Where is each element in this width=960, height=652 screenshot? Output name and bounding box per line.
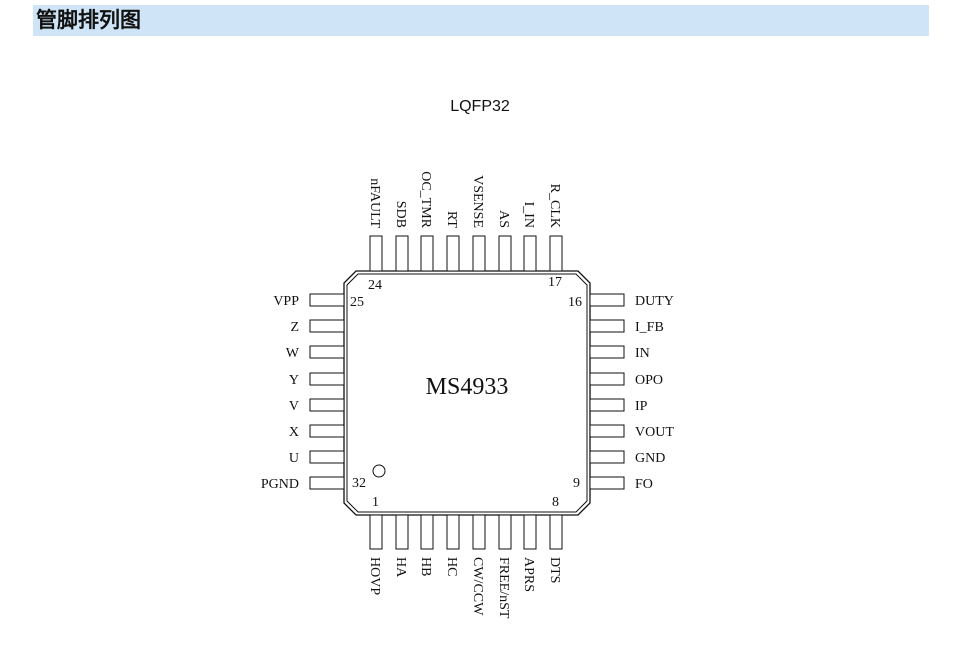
right-pin-label: IN [635, 346, 650, 361]
right-pin-label: IP [635, 399, 648, 414]
top-pin-label: OC_TMR [418, 171, 433, 228]
right-pin [589, 319, 625, 333]
top-pin-label: AS [496, 210, 511, 228]
pins-layer: nFAULT SDB OC_TMR RT VSENSE AS I_IN R_CLK HOVP HA… [261, 171, 674, 619]
bottom-pin [472, 514, 486, 550]
top-pin [498, 235, 512, 272]
top-pin [523, 235, 537, 272]
pin-number-25: 25 [350, 295, 364, 310]
section-title: 管脚排列图 [36, 8, 141, 32]
right-pin-label: FO [635, 477, 653, 492]
bottom-pin-label: DTS [547, 557, 562, 583]
bottom-pin [446, 514, 460, 550]
right-pin [589, 398, 625, 412]
bottom-pin [369, 514, 383, 550]
left-pin-label: Y [289, 373, 299, 388]
top-pin-label: R_CLK [547, 184, 562, 228]
left-pin [309, 398, 345, 412]
top-pin [420, 235, 434, 272]
right-pin-label: DUTY [635, 294, 674, 309]
top-pin-label: I_IN [521, 202, 536, 228]
pin-number-32: 32 [352, 476, 366, 491]
bottom-pin [498, 514, 512, 550]
bottom-pin-label: HA [393, 557, 408, 578]
right-pin [589, 450, 625, 464]
top-pin-label: RT [444, 211, 459, 228]
left-pin-label: V [289, 399, 299, 414]
right-pin [589, 345, 625, 359]
top-pin-label: SDB [393, 201, 408, 228]
section-header: 管脚排列图 [33, 5, 929, 36]
bottom-pin [549, 514, 563, 550]
left-pin [309, 476, 345, 490]
bottom-pin-label: APRS [521, 557, 536, 592]
top-pin [472, 235, 486, 272]
package-label: LQFP32 [450, 98, 510, 115]
pin-number-24: 24 [368, 278, 382, 293]
top-pin [369, 235, 383, 272]
bottom-pin-label: HB [418, 557, 433, 576]
chip-body-inner [346, 273, 588, 513]
bottom-pin [395, 514, 409, 550]
bottom-pin-label: HOVP [367, 557, 382, 595]
pin-number-1: 1 [372, 495, 379, 510]
top-pin-label: nFAULT [367, 178, 382, 228]
right-pin-label: VOUT [635, 425, 674, 440]
pin-number-16: 16 [568, 295, 582, 310]
right-pin [589, 372, 625, 386]
bottom-pin-label: CW/CCW [470, 557, 485, 616]
left-pin-label: VPP [273, 294, 299, 309]
top-pin-label: VSENSE [470, 175, 485, 228]
pin-number-9: 9 [573, 476, 580, 491]
right-pin [589, 293, 625, 307]
left-pin-label: X [289, 425, 299, 440]
bottom-pin-label: HC [444, 557, 459, 576]
top-pin [395, 235, 409, 272]
top-pin [549, 235, 563, 272]
left-pin [309, 293, 345, 307]
left-pin-label: Z [290, 320, 299, 335]
left-pin-label: PGND [261, 477, 299, 492]
bottom-pin-label: FREE/nST [496, 557, 511, 619]
right-pin-label: GND [635, 451, 665, 466]
right-pin-label: I_FB [635, 320, 664, 335]
pin-number-17: 17 [548, 275, 562, 290]
right-pin [589, 476, 625, 490]
left-pin [309, 424, 345, 438]
chip-name: MS4933 [426, 374, 509, 400]
left-pin [309, 345, 345, 359]
left-pin-label: W [286, 346, 300, 361]
bottom-pin [523, 514, 537, 550]
right-pin-label: OPO [635, 373, 663, 388]
right-pin [589, 424, 625, 438]
bottom-pin [420, 514, 434, 550]
pin-number-8: 8 [552, 495, 559, 510]
left-pin [309, 372, 345, 386]
pin1-marker [372, 464, 386, 478]
left-pin [309, 450, 345, 464]
left-pin-label: U [289, 451, 299, 466]
left-pin [309, 319, 345, 333]
top-pin [446, 235, 460, 272]
